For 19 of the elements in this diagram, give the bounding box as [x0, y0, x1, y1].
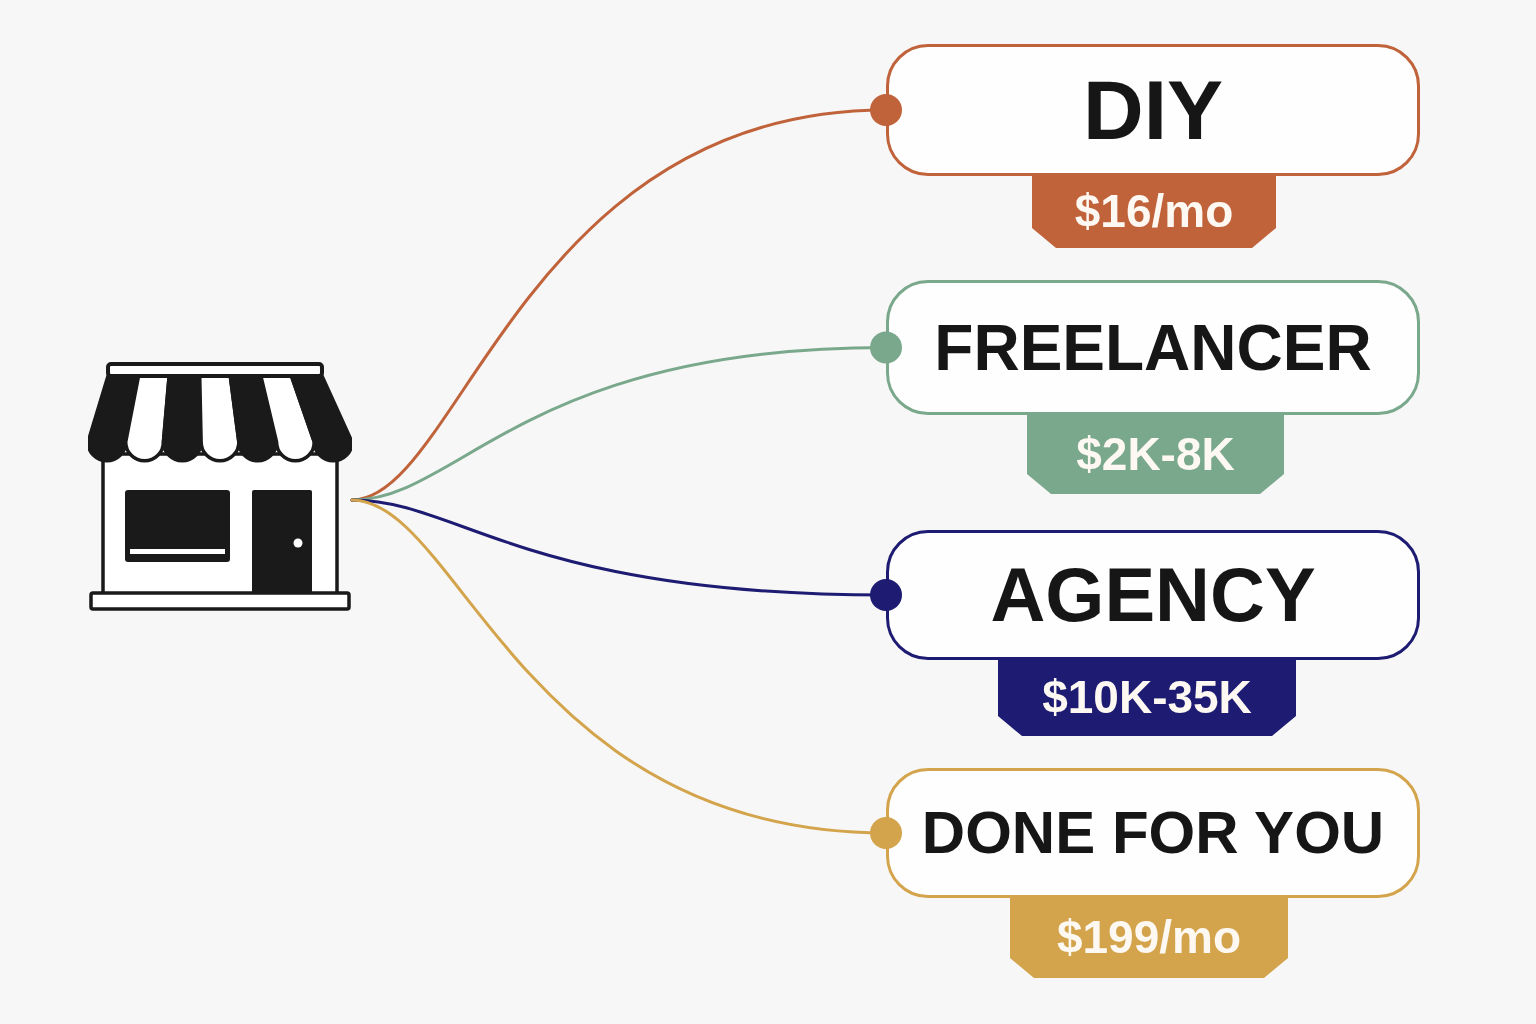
connector-line [350, 331, 902, 502]
option-title: DIY [1083, 68, 1223, 152]
option-box [886, 530, 1420, 660]
connector-line [350, 498, 902, 849]
option-box [886, 44, 1420, 176]
option-title: AGENCY [990, 557, 1316, 633]
storefront-icon [88, 362, 352, 612]
price-tag [998, 658, 1296, 736]
price-tag [1010, 896, 1288, 978]
option-box [886, 768, 1420, 898]
price-label: $2K-8K [1076, 430, 1235, 477]
price-tag [1032, 174, 1276, 248]
price-label: $16/mo [1074, 188, 1234, 234]
price-label: $199/mo [1056, 914, 1242, 960]
price-tag [1027, 413, 1284, 494]
price-label: $10K-35K [1042, 674, 1252, 720]
option-title: FREELANCER [934, 315, 1372, 380]
option-title: DONE FOR YOU [921, 803, 1385, 863]
option-box [886, 280, 1420, 415]
